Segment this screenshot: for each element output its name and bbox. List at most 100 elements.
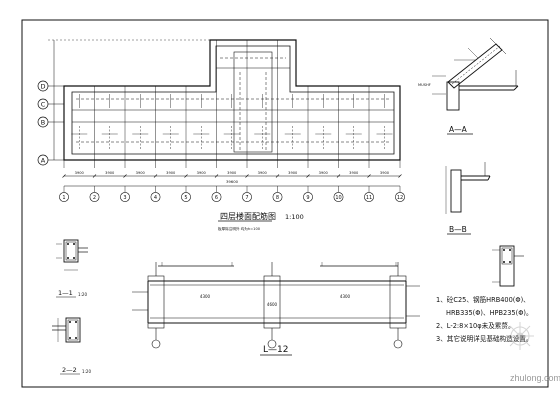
dim-tick xyxy=(367,174,371,178)
axis-col-bubble xyxy=(395,192,405,202)
axis-col-label: 6 xyxy=(215,195,218,201)
beam-label: L—12 xyxy=(263,345,288,355)
dim-tick xyxy=(275,174,280,178)
axis-col-bubble xyxy=(211,192,222,202)
rebar-dot xyxy=(73,257,75,259)
dim-tick xyxy=(336,174,341,178)
note-line-2: HRB335(Φ)、HPB235(Φ)。 xyxy=(446,309,533,317)
note-line-4: 3、其它说明详见基础构造设置。 xyxy=(436,334,533,343)
dim-text: 3900 xyxy=(166,171,176,175)
dim-tick xyxy=(398,174,402,178)
axis-col-bubble xyxy=(59,192,69,202)
plan-subtitle: 板厚除注明外 均为h=100 xyxy=(218,226,261,231)
axis-col-bubble xyxy=(89,192,100,202)
axis-col-label: 2 xyxy=(93,195,96,201)
watermark-text: zhulong.com xyxy=(510,373,560,383)
section-11-drawing xyxy=(56,239,88,271)
note-line-1: 1、砼C25、钢筋HRB400(Φ)、 xyxy=(436,295,530,304)
rebar-dot xyxy=(75,337,77,339)
dim-text: 3900 xyxy=(380,171,390,175)
axis-col-label: 7 xyxy=(245,195,248,201)
svg-text:A: A xyxy=(41,157,46,165)
axis-col-bubble xyxy=(181,192,191,202)
dim-tick xyxy=(123,174,127,178)
dim-tick xyxy=(245,174,249,178)
dim-tick xyxy=(214,174,219,178)
dim-tick xyxy=(62,174,66,178)
dim-text: 3900 xyxy=(319,171,329,175)
axis-row-C: C xyxy=(37,98,64,110)
axis-col-bubble xyxy=(364,192,374,202)
axis-col-bubble xyxy=(272,192,283,202)
axis-col-label: 9 xyxy=(306,195,309,201)
axis-col-label: 8 xyxy=(276,195,279,201)
rebar-dot xyxy=(67,243,69,245)
axis-col-bubble xyxy=(150,192,161,202)
rebar-dot xyxy=(69,337,71,339)
axis-col-bubble xyxy=(242,192,252,202)
watermark-logo xyxy=(506,322,534,350)
plan-scale: 1:100 xyxy=(285,213,304,221)
axis-col-label: 3 xyxy=(123,195,126,201)
dim-text: 3900 xyxy=(105,171,115,175)
beam-support-axes xyxy=(151,339,403,349)
dim-tick xyxy=(306,174,310,178)
section-11-scale: 1:20 xyxy=(78,292,87,297)
dim-text: 3900 xyxy=(288,171,298,175)
section-aa-drawing xyxy=(432,37,519,111)
axis-col-label: 5 xyxy=(184,195,187,201)
axis-row-A: A xyxy=(37,154,64,166)
section-22-scale: 1:20 xyxy=(82,369,91,374)
beam-dim-3: 4300 xyxy=(340,294,351,299)
section-22-rebars xyxy=(69,321,77,339)
sheet-border xyxy=(21,19,549,388)
beam-l12-drawing xyxy=(132,262,420,340)
dim-text: 3900 xyxy=(136,171,146,175)
rebar-dot xyxy=(75,321,77,323)
aa-dim: MUSHF xyxy=(418,83,431,87)
floor-plan xyxy=(63,39,401,161)
dim-texts: 3900 3900 3900 3900 3900 3900 3900 3900 3900 3900… xyxy=(62,171,402,178)
section-22-label: 2—2 xyxy=(62,366,77,374)
axis-col-label: 1 xyxy=(62,195,65,201)
dim-text: 3900 xyxy=(349,171,359,175)
dim-tick xyxy=(153,174,158,178)
note-line-3: 2、L-2:8×10φ未及累赘。 xyxy=(436,321,515,330)
beam-section-detail xyxy=(492,245,524,287)
beam-section-rebars xyxy=(503,249,511,263)
section-bb-label: B—B xyxy=(449,225,467,234)
section-aa-label: A—A xyxy=(449,125,468,134)
beam-dim-1: 4300 xyxy=(200,294,211,299)
plan-grid xyxy=(63,40,401,168)
section-bb-drawing xyxy=(445,162,491,214)
svg-text:B: B xyxy=(41,119,45,127)
rebar-dot xyxy=(73,243,75,245)
axis-col-label: 11 xyxy=(366,195,372,201)
total-dim: 39600 xyxy=(226,179,239,184)
section-11-rebars xyxy=(67,243,75,259)
axis-col-bubble xyxy=(120,192,130,202)
dim-tick xyxy=(92,174,97,178)
rebar-dot xyxy=(67,257,69,259)
axis-row-B: B xyxy=(37,116,64,128)
plan-rebar-marks xyxy=(71,94,393,150)
dim-text: 3900 xyxy=(258,171,268,175)
dim-text: 3900 xyxy=(197,171,207,175)
axis-col-label: 10 xyxy=(335,195,341,201)
section-22-drawing xyxy=(52,317,81,343)
axis-row-D: D xyxy=(37,80,64,92)
section-11-label: 1—1 xyxy=(58,289,73,297)
svg-text:D: D xyxy=(40,83,45,91)
rebar-dot xyxy=(69,321,71,323)
axis-col-label: 4 xyxy=(154,195,157,201)
beam-dim-2: 4600 xyxy=(267,302,278,307)
plan-title: 四层楼面配筋图 xyxy=(220,211,276,221)
axis-col-bubble xyxy=(303,192,313,202)
axis-col-bubble xyxy=(333,192,344,202)
axis-col-label: 12 xyxy=(397,195,403,201)
dim-tick xyxy=(184,174,188,178)
dim-text: 3900 xyxy=(75,171,85,175)
svg-text:C: C xyxy=(41,101,46,109)
